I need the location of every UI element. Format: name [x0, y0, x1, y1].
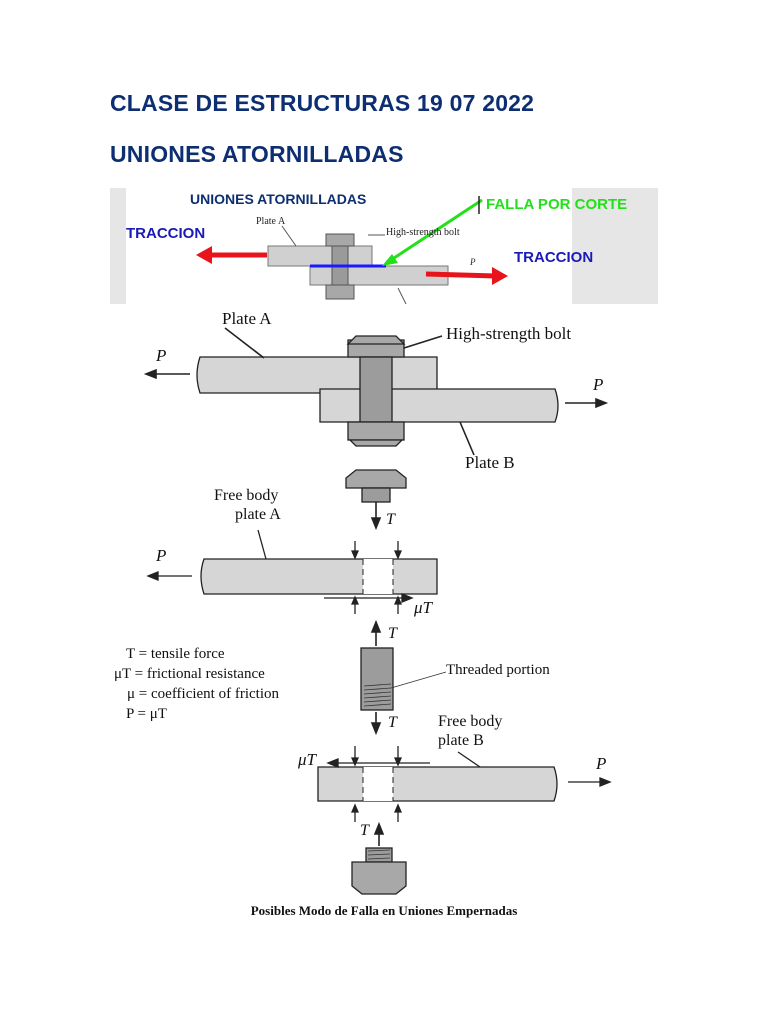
traccion-right-label: TRACCION — [514, 249, 594, 266]
figure-caption: Posibles Modo de Falla en Uniones Empern… — [250, 903, 518, 918]
p-label-1: P — [156, 346, 167, 365]
mu-t-label-2: μT — [298, 750, 316, 769]
traccion-left-label: TRACCION — [126, 225, 206, 242]
page-title: CLASE DE ESTRUCTURAS 19 07 2022 — [110, 90, 535, 116]
t-label-2: T — [388, 625, 397, 642]
banner-heading: UNIONES ATORNILLADAS — [190, 191, 367, 207]
legend-line-1: T = tensile force — [126, 646, 225, 662]
legend-line-4: P = μT — [126, 706, 167, 722]
banner-diagram — [196, 196, 508, 305]
legend-line-2: μT = frictional resistance — [114, 666, 265, 682]
t-label-1: T — [386, 511, 395, 528]
plate-a — [196, 356, 438, 394]
free-body-a-line2: plate A — [235, 506, 281, 523]
free-body-b-line1: Free body — [438, 713, 503, 730]
free-body-a-line1: Free body — [214, 487, 279, 504]
t-label-4: T — [360, 822, 369, 839]
legend-line-3: μ = coefficient of friction — [127, 686, 279, 702]
p-label-2: P — [593, 375, 604, 394]
banner-left-bar — [110, 188, 126, 304]
t-label-3: T — [388, 714, 397, 731]
p-label-3: P — [156, 546, 167, 565]
falla-label: FALLA POR CORTE — [486, 196, 628, 213]
plate-a-label: Plate A — [222, 309, 272, 328]
plate-b-label: Plate B — [465, 453, 515, 472]
banner-p-label: P — [470, 257, 476, 267]
threaded-label: Threaded portion — [446, 662, 550, 678]
banner-plate-a-label: Plate A — [256, 216, 286, 227]
free-body-b-line2: plate B — [438, 732, 484, 749]
bolt-label: High-strength bolt — [446, 324, 572, 343]
p-label-4: P — [596, 754, 607, 773]
banner-right-bar — [572, 188, 658, 304]
plate-b — [319, 388, 559, 423]
mu-t-label-1: μT — [414, 598, 432, 617]
page-subtitle: UNIONES ATORNILLADAS — [110, 141, 404, 167]
banner-image: UNIONES ATORNILLADAS FALLA POR CORTE TRA… — [110, 188, 658, 305]
banner-bolt-label: High-strength bolt — [386, 227, 460, 238]
